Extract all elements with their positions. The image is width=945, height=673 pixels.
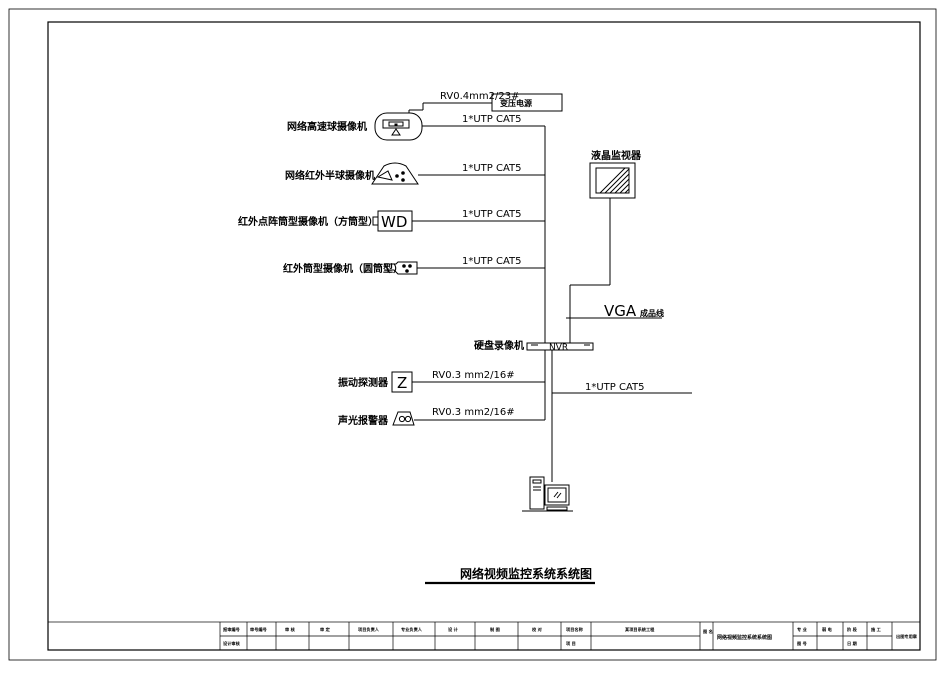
title-block <box>47 621 921 651</box>
ir-bullet-camera-icon <box>383 261 418 275</box>
vga-cable-type: 成品线 <box>640 308 664 318</box>
tb-cell-check: 审 核 <box>285 626 296 633</box>
tb-cell-discipline-lead: 专业负责人 <box>401 626 423 633</box>
ir-bullet-label: 红外筒型摄像机（圆筒型） <box>283 262 403 275</box>
transformer-box <box>491 93 563 112</box>
tb-date-label: 日 期 <box>847 640 857 647</box>
vga-label: VGA <box>604 302 637 320</box>
utp-label-uplink: 1*UTP CAT5 <box>585 382 645 393</box>
vibration-detector-icon <box>391 371 413 393</box>
title-block-row-1: 报审编号 审号编号 审 核 审 定 项目负责人 专业负责人 设 计 制 图 校 … <box>223 626 655 633</box>
tb-stage-label: 阶 段 <box>847 626 858 633</box>
rv-label-2: RV0.3 mm2/16# <box>432 407 515 418</box>
ir-half-dome-camera-icon <box>371 162 419 185</box>
utp-label-1: 1*UTP CAT5 <box>462 114 522 125</box>
tb-drawing-name-label: 图 名 <box>703 628 713 635</box>
tb-cell-draw: 制 图 <box>490 626 500 633</box>
tb-stage-value: 施 工 <box>871 626 882 633</box>
ir-dot-box-label: 红外点阵筒型摄像机（方筒型） <box>238 215 378 228</box>
rv-label-1: RV0.3 mm2/16# <box>432 370 515 381</box>
utp-label-4: 1*UTP CAT5 <box>462 256 522 267</box>
tb-cell-project-lead: 项目负责人 <box>358 626 380 633</box>
speed-dome-label: 网络高速球摄像机 <box>287 120 367 133</box>
tb-cell-project-label: 项 目 <box>566 640 576 647</box>
tb-cell-report-no: 报审编号 <box>223 626 240 633</box>
power-cable-label: RV0.4mm2/23# <box>440 91 519 102</box>
nvr-icon <box>526 342 594 351</box>
tb-stamp-label: 出图专用章 <box>896 633 918 640</box>
diagram-title: 网络视频监控系统系统图 <box>460 566 592 581</box>
tb-cell-approve: 审 定 <box>320 626 331 633</box>
sound-light-alarm-icon <box>392 411 418 426</box>
vibration-symbol: Z <box>397 374 407 392</box>
vibration-label: 振动探测器 <box>338 376 389 389</box>
tb-discipline-value: 弱 电 <box>822 626 833 633</box>
nvr-text: NVR <box>549 343 568 353</box>
wd-camera-symbol: WD <box>381 213 407 231</box>
outer-border <box>8 8 937 661</box>
utp-label-2: 1*UTP CAT5 <box>462 163 522 174</box>
tb-cell-design-review: 设计审核 <box>223 640 241 647</box>
tb-cell-proof: 校 对 <box>532 626 543 633</box>
nvr-label: 硬盘录像机 <box>474 339 524 352</box>
title-block-right: 专 业 弱 电 阶 段 施 工 图 号 日 期 出图专用章 <box>797 626 918 647</box>
transformer-label: 变压电源 <box>500 98 532 108</box>
tb-cell-project-name-label: 项目名称 <box>566 626 584 633</box>
alarm-label: 声光报警器 <box>337 414 389 427</box>
tb-drawing-name: 网络视频监控系统系统图 <box>717 634 772 641</box>
cable-lines <box>408 102 692 482</box>
wd-box-camera-icon <box>372 210 413 232</box>
title-block-row-2: 设计审核 项 目 <box>223 640 576 647</box>
lcd-monitor-icon <box>589 162 636 199</box>
workstation-icon <box>522 476 573 512</box>
tb-discipline-label: 专 业 <box>797 626 808 633</box>
speed-dome-camera-icon <box>374 112 423 141</box>
tb-cell-review-no: 审号编号 <box>250 626 267 633</box>
tb-drawing-no-label: 图 号 <box>797 640 807 647</box>
ir-half-dome-label: 网络红外半球摄像机 <box>285 169 375 182</box>
utp-label-3: 1*UTP CAT5 <box>462 209 522 220</box>
monitor-label: 液晶监视器 <box>591 149 642 162</box>
tb-cell-project-name: 某项目系统工程 <box>625 626 655 633</box>
tb-cell-design: 设 计 <box>448 626 459 633</box>
